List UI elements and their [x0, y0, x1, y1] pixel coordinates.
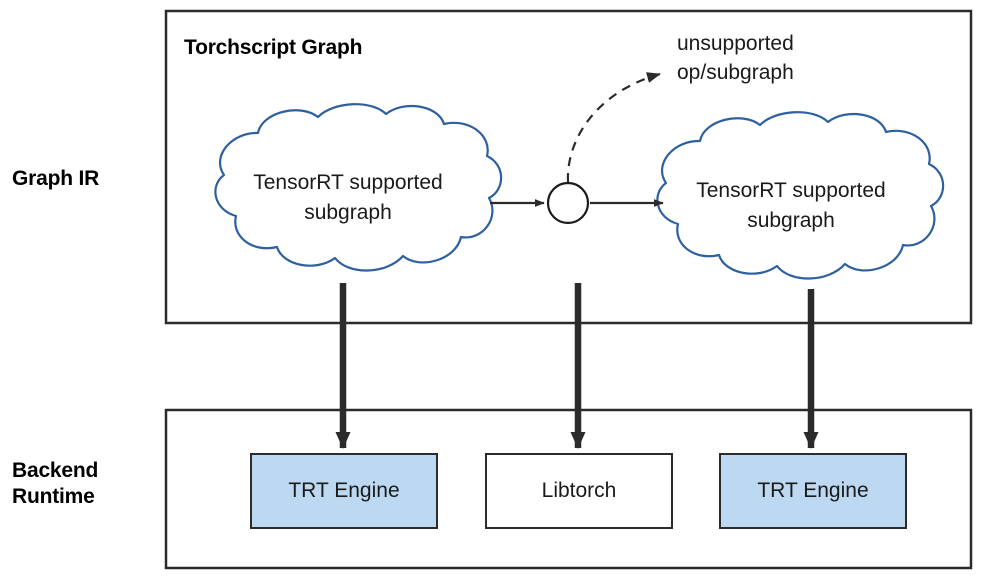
row-label-backend-runtime: Backend Runtime — [12, 459, 99, 508]
row-label-graph-ir: Graph IR — [12, 167, 100, 190]
runtime-box-label: TRT Engine — [288, 479, 400, 502]
graph-ir-title: Torchscript Graph — [184, 36, 363, 59]
runtime-box-trt-engine-left[interactable]: TRT Engine — [250, 453, 438, 529]
cloud-label-right-subgraph: TensorRT supported subgraph — [696, 179, 886, 232]
arrow-dashed-unsupported-callout — [566, 72, 661, 183]
runtime-box-label: TRT Engine — [757, 479, 869, 502]
cloud-label-left-subgraph: TensorRT supported subgraph — [253, 171, 443, 224]
cloud-left-subgraph — [214, 103, 503, 272]
runtime-box-label: Libtorch — [541, 479, 617, 502]
unsupported-op-node — [546, 181, 590, 225]
annotation-unsupported-op: unsupported op/subgraph — [677, 32, 794, 84]
cloud-right-subgraph — [656, 111, 945, 280]
runtime-box-trt-engine-right[interactable]: TRT Engine — [719, 453, 907, 529]
runtime-box-libtorch[interactable]: Libtorch — [485, 453, 673, 529]
